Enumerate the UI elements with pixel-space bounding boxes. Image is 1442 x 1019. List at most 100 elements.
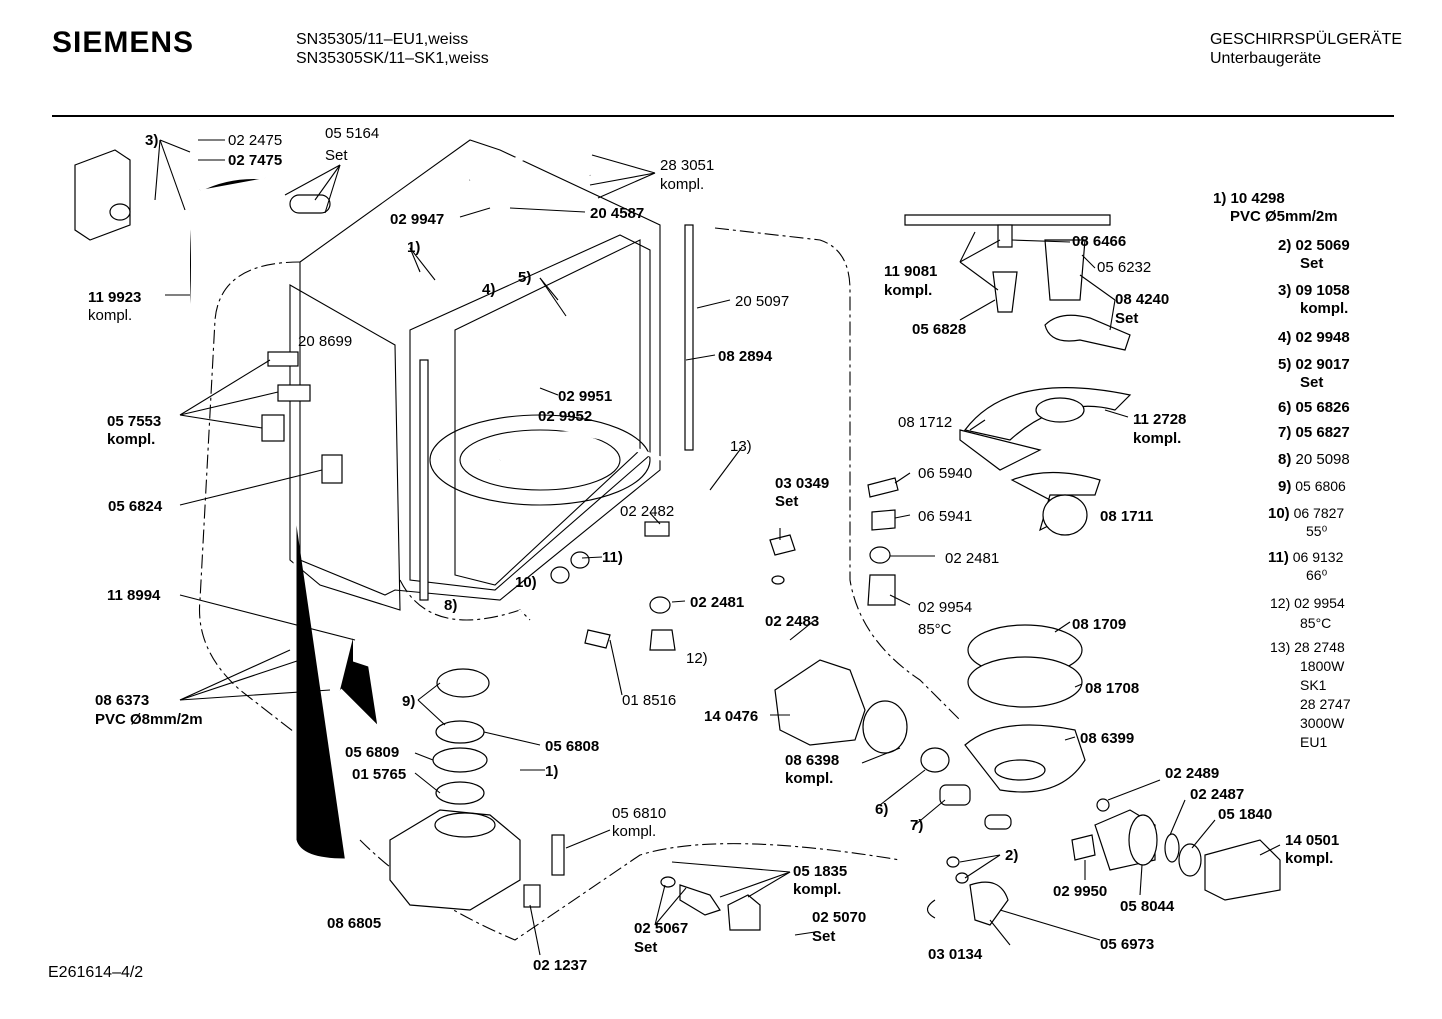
- legend-item-11: 11) 06 9132: [1268, 549, 1344, 566]
- hose-connector: [984, 814, 1012, 830]
- label-051840: 05 1840: [1218, 806, 1272, 823]
- label-pvc-8mm: PVC Ø8mm/2m: [95, 711, 203, 728]
- label-086373: 08 6373: [95, 692, 149, 709]
- coarse-filter-plate: [959, 429, 1042, 471]
- legend-item-10: 10) 06 7827: [1268, 505, 1345, 522]
- sump-housing: [964, 724, 1086, 793]
- filter-cap: [436, 668, 490, 698]
- legend-item-6: 6) 05 6826: [1278, 399, 1350, 416]
- label-022475: 02 2475: [228, 132, 282, 149]
- label-204587: 20 4587: [590, 205, 644, 222]
- label-084240: 08 4240: [1115, 291, 1169, 308]
- label-kompl-8: kompl.: [1133, 430, 1181, 447]
- pump-outlet: [920, 747, 950, 773]
- label-082894: 08 2894: [718, 348, 773, 365]
- drain-elbow: [969, 881, 1009, 926]
- label-022481-b: 02 2481: [945, 550, 999, 567]
- part-labels: 3) 02 2475 02 7475 05 5164 Set 28 3051 k…: [88, 125, 1339, 974]
- label-kompl-4: kompl.: [612, 823, 656, 840]
- sealing-ring-3: [435, 781, 485, 805]
- tub-outer: [299, 139, 661, 601]
- leader-lines: [154, 139, 1281, 956]
- frame-outline-inner: [399, 579, 531, 621]
- label-note-11: 11): [602, 549, 623, 566]
- tub-floor-inner: [459, 429, 621, 491]
- label-030349: 03 0349: [775, 475, 829, 492]
- model-line-2: SN35305SK/11–SK1,weiss: [296, 50, 489, 67]
- spray-arm-hub: [997, 224, 1013, 248]
- label-086466: 08 6466: [1072, 233, 1126, 250]
- label-140476: 14 0476: [704, 708, 758, 725]
- legend-item-5: 5) 02 9017: [1278, 356, 1350, 373]
- seal-ring-small-2: [955, 872, 969, 884]
- seal-strip-right: [684, 224, 694, 451]
- detergent-latch: [867, 477, 899, 498]
- label-081708: 08 1708: [1085, 680, 1139, 697]
- label-kompl-3: kompl.: [107, 431, 155, 448]
- drain-pump-motor: [1204, 839, 1281, 901]
- thermostat-11: [570, 551, 590, 569]
- label-030134: 03 0134: [928, 946, 983, 963]
- frame-outline-left: [198, 261, 331, 761]
- label-note-8: 8): [444, 597, 457, 614]
- header-divider: [52, 115, 1394, 117]
- hose-clamp: [926, 899, 936, 919]
- brand-logo: SIEMENS: [52, 26, 195, 59]
- dosing-container: [74, 149, 131, 241]
- label-note-6: 6): [875, 801, 888, 818]
- label-note-2: 2): [1005, 847, 1018, 864]
- legend-item-10-extra: 55⁰: [1306, 523, 1328, 539]
- legend-item-1-extra: PVC Ø5mm/2m: [1230, 208, 1338, 225]
- label-140501: 14 0501: [1285, 832, 1339, 849]
- inlet-valve-connector: [679, 884, 721, 916]
- label-set-5: Set: [1115, 310, 1138, 327]
- label-029947: 02 9947: [390, 211, 444, 228]
- label-kompl-1: kompl.: [660, 176, 704, 193]
- thermostat-12: [649, 596, 671, 614]
- label-056232: 05 6232: [1097, 259, 1151, 276]
- label-025070: 02 5070: [812, 909, 866, 926]
- label-note-13: 13): [730, 438, 752, 455]
- legend-item-8: 8) 20 5098: [1278, 451, 1350, 468]
- label-022483: 02 2483: [765, 613, 819, 630]
- spray-arm-nozzle: [992, 271, 1018, 313]
- model-numbers: SN35305/11–EU1,weiss SN35305SK/11–SK1,we…: [296, 30, 489, 68]
- legend-item-2: 2) 02 5069: [1278, 237, 1350, 254]
- door-lock: [321, 454, 343, 484]
- valve-seal: [660, 876, 676, 888]
- float-switch: [551, 834, 565, 876]
- label-set-3: Set: [812, 928, 835, 945]
- label-022481-a: 02 2481: [690, 594, 744, 611]
- label-051835: 05 1835: [793, 863, 847, 880]
- thermostat-bracket: [644, 521, 670, 537]
- label-022487: 02 2487: [1190, 786, 1244, 803]
- label-086399: 08 6399: [1080, 730, 1134, 747]
- pump-seal: [1096, 798, 1110, 812]
- legend-item-13b: 28 2747: [1300, 696, 1351, 712]
- label-note-1a: 1): [407, 239, 420, 256]
- legend-item-4: 4) 02 9948: [1278, 329, 1350, 346]
- label-029954: 02 9954: [918, 599, 972, 616]
- frame-outline-right: [714, 227, 961, 721]
- label-086398: 08 6398: [785, 752, 839, 769]
- label-note-9: 9): [402, 693, 415, 710]
- switch-part-1: [267, 351, 299, 367]
- label-056810: 05 6810: [612, 805, 666, 822]
- label-018516: 01 8516: [622, 692, 676, 709]
- sump-filter-base: [1042, 494, 1088, 536]
- label-119923: 11 9923: [88, 289, 141, 306]
- label-086805: 08 6805: [327, 915, 381, 932]
- legend-item-9: 9) 05 6806: [1278, 478, 1346, 495]
- water-softener: [389, 809, 521, 911]
- legend-item-2-extra: Set: [1300, 255, 1324, 272]
- sump-filter: [1010, 471, 1101, 532]
- label-note-3: 3): [145, 132, 158, 149]
- mounting-plate: [584, 629, 611, 649]
- label-208699: 20 8699: [298, 333, 352, 350]
- label-021237: 02 1237: [533, 957, 587, 974]
- pump-sleeve: [939, 784, 971, 806]
- tub-inner: [409, 234, 651, 591]
- label-056809: 05 6809: [345, 744, 399, 761]
- label-118994: 11 8994: [107, 587, 161, 604]
